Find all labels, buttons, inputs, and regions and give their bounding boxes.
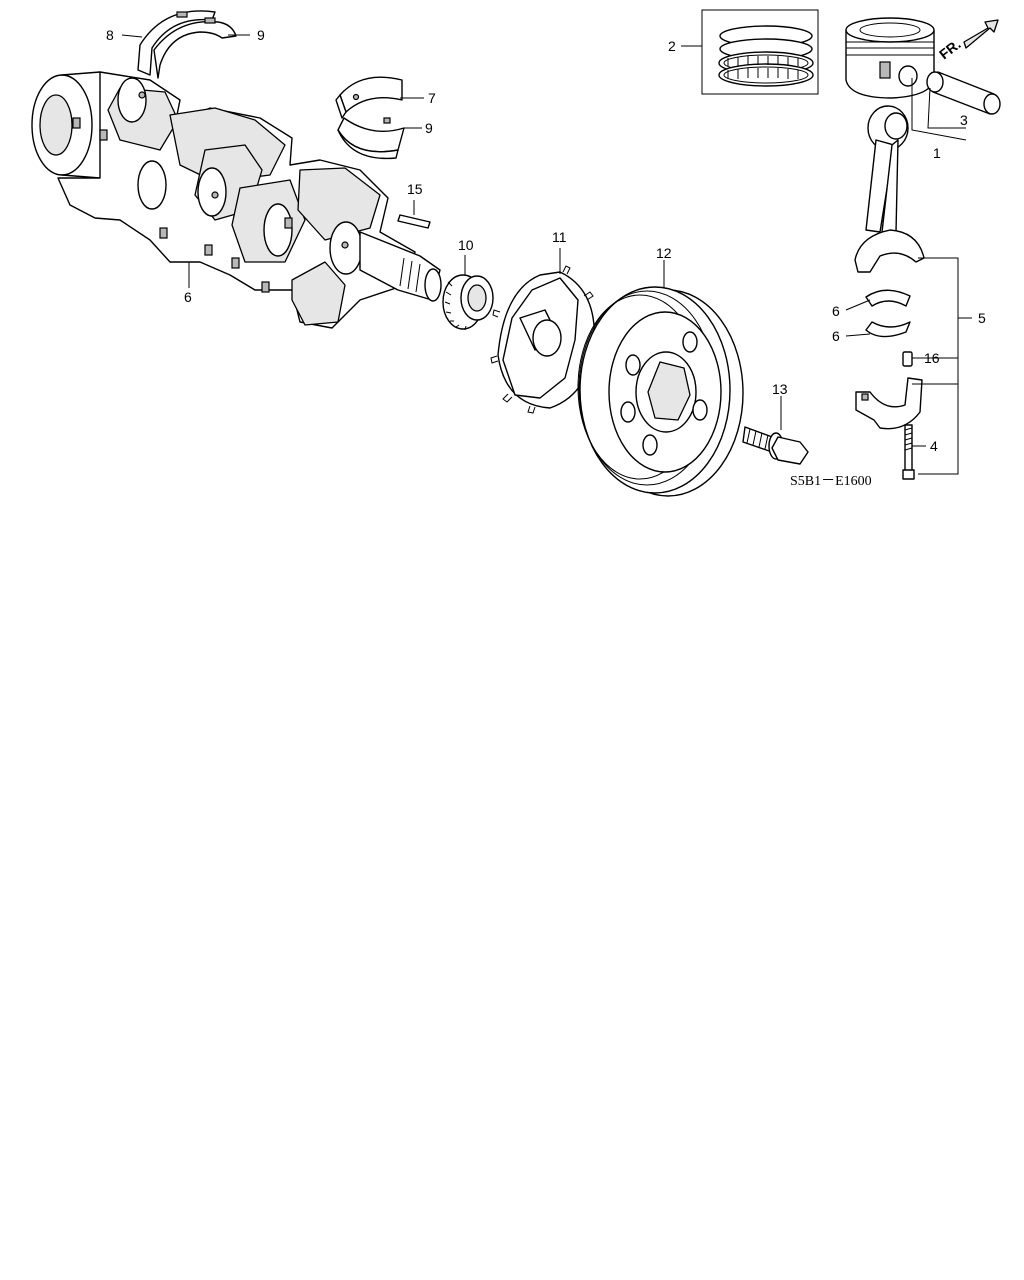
callout-5: 5 — [978, 310, 986, 326]
piston-rings — [701, 9, 819, 95]
callout-6-lower: 6 — [832, 328, 840, 344]
figure-code: S5B1－E1600 — [790, 474, 872, 489]
piston — [845, 17, 935, 99]
callout-15: 15 — [407, 181, 423, 197]
connecting-rod-bolt — [902, 424, 915, 480]
callout-13: 12 — [656, 245, 672, 261]
callout-16: 16 — [924, 350, 940, 366]
callout-6-upper: 6 — [832, 303, 840, 319]
piston-pin — [926, 71, 1001, 115]
parts-diagram: FR. — [31, 9, 1001, 497]
callout-10: 9 — [425, 120, 433, 136]
thrust-washers — [137, 10, 237, 79]
callout-11: 10 — [458, 237, 474, 253]
rod-bearing-lower — [865, 321, 911, 338]
timing-sprocket — [442, 274, 494, 331]
rod-bearing-upper — [865, 289, 911, 307]
callout-8: 7 — [428, 90, 436, 106]
woodruff-key — [397, 214, 431, 229]
main-bearings — [335, 76, 405, 160]
callout-3: 3 — [960, 112, 968, 128]
callout-9-right: 9 — [257, 27, 265, 43]
connecting-rod-cap — [855, 377, 923, 430]
crankshaft — [31, 71, 442, 329]
callout-2: 2 — [668, 38, 676, 54]
front-direction-label: FR. — [936, 36, 964, 62]
callout-1: 1 — [933, 145, 941, 161]
connecting-rod — [854, 105, 925, 273]
pulse-plate — [490, 265, 601, 414]
callout-4: 4 — [930, 438, 938, 454]
leader-lines — [121, 34, 972, 475]
dowel-pin — [902, 351, 913, 367]
crankshaft-pulley — [577, 286, 744, 497]
callout-7: 6 — [184, 289, 192, 305]
callout-12: 11 — [552, 229, 567, 245]
pulley-bolt — [742, 426, 809, 465]
callout-9-left: 8 — [106, 27, 114, 43]
callouts: 8 9 7 9 15 10 11 12 13 6 2 3 1 5 6 6 16 … — [106, 27, 986, 454]
callout-14: 13 — [772, 381, 788, 397]
front-direction-indicator: FR. — [936, 19, 999, 62]
